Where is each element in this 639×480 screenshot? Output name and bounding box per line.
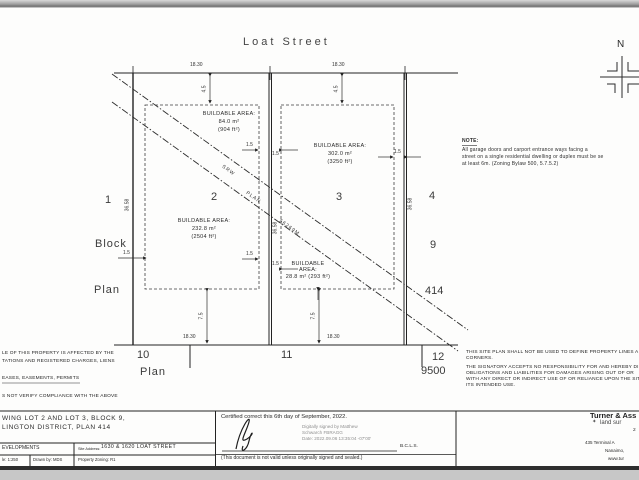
buildable-area-outlines — [144, 104, 395, 290]
note-heading: NOTE: — [462, 138, 479, 144]
disclaimer-line: OBLIGATIONS AND LIABILITIES FOR DAMAGES … — [466, 371, 634, 376]
dim-rear-lot3: 18.30 — [327, 334, 340, 340]
site-address-label: Site Address: — [78, 447, 101, 451]
digital-signature-line: Digitally signed by Matthew — [302, 424, 358, 429]
dim-depth-right: 36.58 — [407, 197, 414, 211]
dim-side-setback: 1.5 — [272, 151, 279, 157]
buildable-lot2-upper-imperial: (904 ft²) — [218, 127, 240, 133]
scale-value: le: 1:250 — [2, 457, 19, 462]
plan2-number: 9500 — [421, 365, 446, 377]
window-top-bar — [0, 0, 639, 8]
firm-website: www.tur — [608, 456, 625, 461]
digital-signature-line: Date: 2022.09.06 13:35:04 -07'00' — [302, 436, 372, 441]
lot2-number: 2 — [211, 191, 218, 203]
text-underlines — [2, 145, 477, 384]
north-arrow-icon — [600, 56, 639, 98]
lot3-number: 3 — [336, 191, 343, 203]
plan2-label: Plan — [140, 366, 167, 378]
digital-signature-line: Schwarch FBRAGG — [302, 430, 343, 435]
dim-side-setback: 1.5 — [272, 261, 279, 267]
site-address-value: 1630 & 1620 LOAT STREET — [101, 444, 177, 450]
dim-rear-setback-lot3: 7.5 — [310, 312, 317, 320]
title-block-borders — [0, 410, 639, 467]
validity-statement: (This document is not valid unless origi… — [221, 455, 363, 461]
left-note-line: EASES, EASEMENTS, PERMITS — [2, 376, 80, 381]
title-block-bottom-border — [0, 466, 639, 470]
window-bottom-bar — [0, 470, 639, 480]
dim-front-setback-lot3: 4.5 — [333, 85, 340, 93]
disclaimer-line: CORNERS. — [466, 356, 493, 361]
buildable-lot3-small-value: 28.8 m² (293 ft²) — [285, 274, 331, 280]
firm-address-line2: Nanaimo, — [605, 448, 625, 453]
buildable-lot2-upper-metric: 84.0 m² — [218, 119, 240, 125]
project-title-line1: WING LOT 2 AND LOT 3, BLOCK 9, — [2, 415, 126, 422]
block-label: Block — [95, 238, 127, 250]
disclaimer-line: THE SIGNATORY ACCEPTS NO RESPONSIBILITY … — [466, 365, 639, 370]
srw-band — [111, 73, 469, 352]
lot1-number: 1 — [105, 194, 112, 206]
disclaimer-line: THIS SITE PLAN SHALL NOT BE USED TO DEFI… — [466, 350, 639, 355]
firm-address-line1: 435 Terminal A — [585, 440, 615, 445]
dim-side-setback: 1.5 — [246, 251, 253, 257]
dim-depth-left: 36.58 — [124, 198, 131, 212]
buildable-lot3-imperial: (3250 ft²) — [327, 159, 353, 165]
street-name: Loat Street — [243, 36, 330, 48]
buildable-lot2-upper-title: BUILDABLE AREA: — [202, 111, 256, 117]
lot11-number: 11 — [281, 349, 293, 361]
buildable-lot2-lower-imperial: (2504 ft²) — [191, 234, 217, 240]
buildable-lot3-title: BUILDABLE AREA: — [313, 143, 367, 149]
client-name: EVELOPMENTS — [2, 445, 40, 451]
disclaimer-line: ITS INTENDED USE. — [466, 383, 516, 388]
left-note-line: LE OF THIS PROPERTY IS AFFECTED BY THE — [2, 351, 114, 356]
buildable-lot3-small-title2: AREA: — [298, 267, 318, 273]
dim-side-setback: 1.5 — [123, 250, 130, 256]
dim-rear-setback-lot2: 7.5 — [198, 312, 205, 320]
dimension-lines — [118, 73, 421, 344]
disclaimer-line: WITH ANY DIRECT OR INDIRECT USE OF OR RE… — [466, 377, 639, 382]
zoning-value: Property Zoning: R1 — [78, 457, 116, 462]
north-label: N — [617, 39, 625, 50]
note-line: at least 6m. (Zoning Bylaw 500, 5.7.5.2) — [462, 161, 559, 167]
plan-label: Plan — [94, 284, 121, 296]
dim-rear-lot2: 18.30 — [183, 334, 196, 340]
firm-name: Turner & Ass — [590, 411, 637, 420]
firm-phone: 2 — [633, 428, 636, 433]
buildable-lot2-lower-title: BUILDABLE AREA: — [177, 218, 231, 224]
drawn-by-value: Drawn by: MDS — [33, 457, 63, 462]
lot10-number: 10 — [137, 349, 150, 361]
dim-frontage-lot3: 18.30 — [332, 62, 345, 68]
dim-front-setback-lot2: 4.5 — [201, 85, 208, 93]
certified-statement: Certified correct this 6th day of Septem… — [221, 414, 347, 420]
bcls-label: B.C.L.S. — [400, 444, 418, 449]
dim-side-setback: 1.5 — [394, 149, 401, 155]
project-title-line2: LINGTON DISTRICT, PLAN 414 — [2, 424, 111, 431]
buildable-lot3-small-title: BUILDABLE — [291, 261, 325, 267]
lot4-number: 4 — [429, 190, 436, 202]
compass-icon: ✦ — [592, 419, 597, 425]
note-line: All garage doors and carport entrance wa… — [462, 147, 588, 153]
lot-boundaries — [114, 66, 458, 368]
left-note-line: TATIONS AND REGISTERED CHARGES, LIENS — [2, 359, 115, 364]
left-note-line: S NOT VERIFY COMPLIANCE WITH THE ABOVE — [2, 394, 118, 399]
firm-tagline: land sur — [600, 420, 622, 426]
lot12-number: 12 — [432, 351, 445, 363]
block-number: 9 — [430, 239, 437, 251]
signature — [235, 418, 253, 451]
note-line: street on a single residential dwelling … — [462, 154, 604, 160]
buildable-lot3-metric: 302.0 m² — [327, 151, 353, 157]
buildable-lot2-lower-metric: 232.8 m² — [191, 226, 217, 232]
dim-frontage-lot2: 18.30 — [190, 62, 203, 68]
plan-number: 414 — [425, 285, 444, 297]
dim-side-setback: 1.5 — [246, 142, 253, 148]
